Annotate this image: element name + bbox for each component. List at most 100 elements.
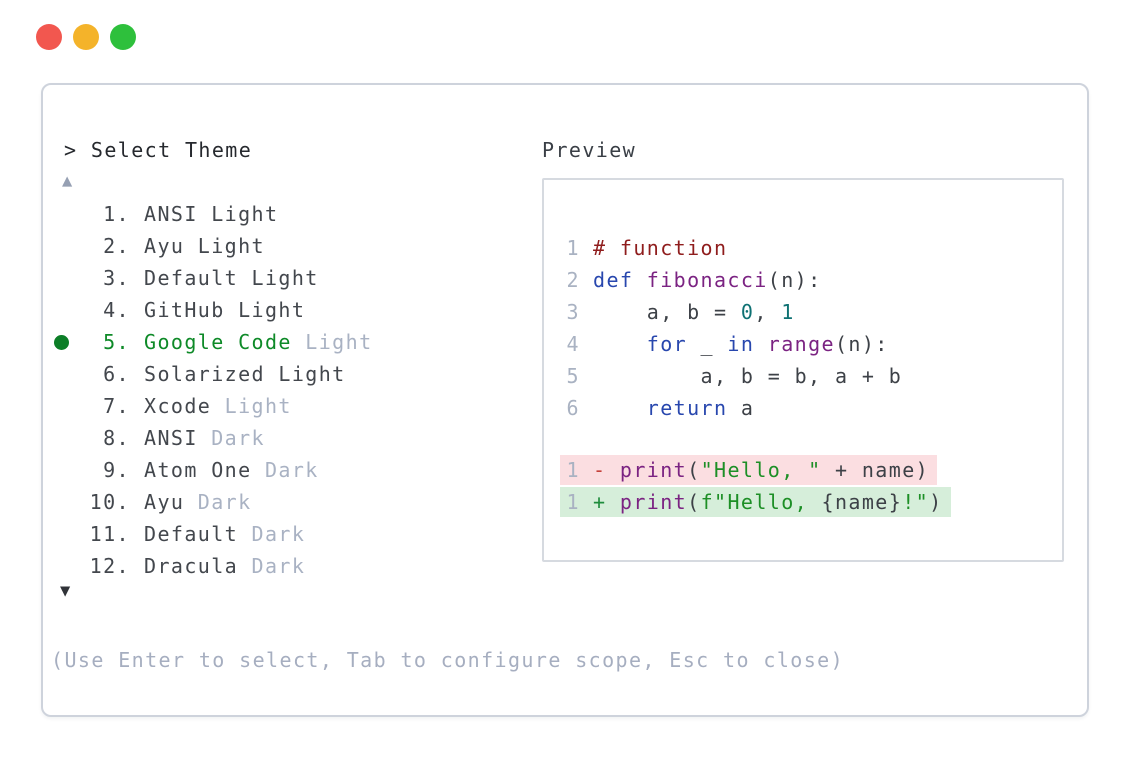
theme-name-part: Dark (197, 426, 265, 450)
line-number: 1 (566, 236, 580, 260)
theme-name-part: ANSI Light (144, 202, 279, 226)
code-block: 1 # function 2 def fibonacci(n): 3 a, b = 0,… (544, 232, 1062, 424)
theme-list-item[interactable]: 1. ANSI Light (43, 198, 373, 230)
code-token: ( (687, 458, 701, 482)
spacer (130, 554, 144, 578)
theme-number: 9. (103, 458, 130, 482)
code-token: _ (687, 332, 728, 356)
code-token: ) (929, 490, 943, 514)
theme-name-part: Light (291, 330, 373, 354)
select-theme-prompt: > Select Theme (64, 138, 253, 162)
theme-name-part: Dark (184, 490, 252, 514)
theme-name-part: Dracula (144, 554, 239, 578)
code-token: range (767, 332, 835, 356)
theme-list-item[interactable]: 6. Solarized Light (43, 358, 373, 390)
theme-name-part: GitHub Light (144, 298, 306, 322)
code-token: def (593, 268, 634, 292)
line-number: 2 (566, 268, 580, 292)
theme-list-item[interactable]: 2. Ayu Light (43, 230, 373, 262)
spacer (130, 234, 144, 258)
maximize-button[interactable] (110, 24, 136, 50)
code-token: {name} (821, 490, 903, 514)
close-button[interactable] (36, 24, 62, 50)
theme-name-part: ANSI (144, 426, 198, 450)
code-token: a (727, 396, 755, 420)
spacer (130, 362, 144, 386)
theme-name-part: Ayu Light (144, 234, 265, 258)
preview-label: Preview (542, 138, 637, 162)
selection-marker (43, 334, 88, 350)
spacer (130, 266, 144, 290)
spacer (130, 522, 144, 546)
code-token: "Hello, " (700, 458, 822, 482)
theme-name-part: Solarized Light (144, 362, 346, 386)
line-number: 4 (566, 332, 580, 356)
spacer (130, 426, 144, 450)
window-controls (36, 24, 136, 50)
theme-name-part: Google Code (144, 330, 292, 354)
code-line: 6 return a (544, 392, 1062, 424)
theme-number: 10. (89, 490, 130, 514)
help-text: (Use Enter to select, Tab to configure s… (51, 648, 845, 672)
minimize-button[interactable] (73, 24, 99, 50)
code-token: 0 (740, 300, 755, 324)
theme-name-part: Default (144, 522, 239, 546)
theme-number: 8. (103, 426, 130, 450)
theme-number: 11. (89, 522, 130, 546)
code-token (593, 332, 647, 356)
theme-list-item[interactable]: 7. Xcode Light (43, 390, 373, 422)
theme-list-item[interactable]: 11. Default Dark (43, 518, 373, 550)
code-token: # function (593, 236, 728, 260)
code-line: 1 # function (544, 232, 1062, 264)
theme-name-part: Xcode (144, 394, 212, 418)
spacer (130, 202, 144, 226)
theme-name-part: Light (211, 394, 292, 418)
theme-name-part: Dark (251, 458, 319, 482)
theme-name-part: Ayu (144, 490, 185, 514)
code-line: 3 a, b = 0, 1 (544, 296, 1062, 328)
code-token: - (593, 458, 620, 482)
code-token: !" (902, 490, 930, 514)
theme-number: 4. (103, 298, 130, 322)
code-token: 1 (781, 300, 795, 324)
theme-number: 6. (103, 362, 130, 386)
code-token (593, 396, 647, 420)
code-token: (n): (767, 268, 822, 292)
scroll-down-indicator-icon[interactable]: ▼ (60, 581, 71, 601)
theme-list-item[interactable]: 9. Atom One Dark (43, 454, 373, 486)
theme-number: 5. (103, 330, 130, 354)
theme-number: 1. (103, 202, 130, 226)
line-number: 6 (566, 396, 580, 420)
code-line: 4 for _ in range(n): (544, 328, 1062, 360)
spacer (130, 490, 144, 514)
code-token (633, 268, 646, 292)
diff-line-removed: 1- print("Hello, " + name) (560, 455, 938, 485)
preview-box: 1 # function 2 def fibonacci(n): 3 a, b = 0,… (542, 178, 1064, 562)
theme-list-item[interactable]: 10. Ayu Dark (43, 486, 373, 518)
code-token: a, b = b, a + b (593, 364, 903, 388)
spacer (130, 330, 144, 354)
theme-list-item[interactable]: 5. Google Code Light (43, 326, 373, 358)
scroll-up-indicator-icon[interactable]: ▲ (62, 171, 73, 191)
theme-number: 2. (103, 234, 130, 258)
code-token: f"Hello, (700, 490, 822, 514)
code-token: fibonacci (646, 268, 768, 292)
theme-list-item[interactable]: 3. Default Light (43, 262, 373, 294)
code-line: 5 a, b = b, a + b (544, 360, 1062, 392)
line-number: 5 (566, 364, 580, 388)
theme-list-item[interactable]: 8. ANSI Dark (43, 422, 373, 454)
code-token: print (619, 458, 688, 482)
code-token: for (646, 332, 688, 356)
line-number: 3 (566, 300, 580, 324)
theme-list-item[interactable]: 4. GitHub Light (43, 294, 373, 326)
code-token: + name) (821, 458, 930, 482)
spacer (130, 458, 144, 482)
spacer (130, 394, 144, 418)
theme-list-item[interactable]: 12. Dracula Dark (43, 550, 373, 582)
code-token: + (593, 490, 620, 514)
line-number: 1 (566, 490, 580, 514)
code-token: ( (687, 490, 701, 514)
code-token: a, b = (593, 300, 741, 324)
diff-line-added: 1+ print(f"Hello, {name}!") (560, 487, 951, 517)
